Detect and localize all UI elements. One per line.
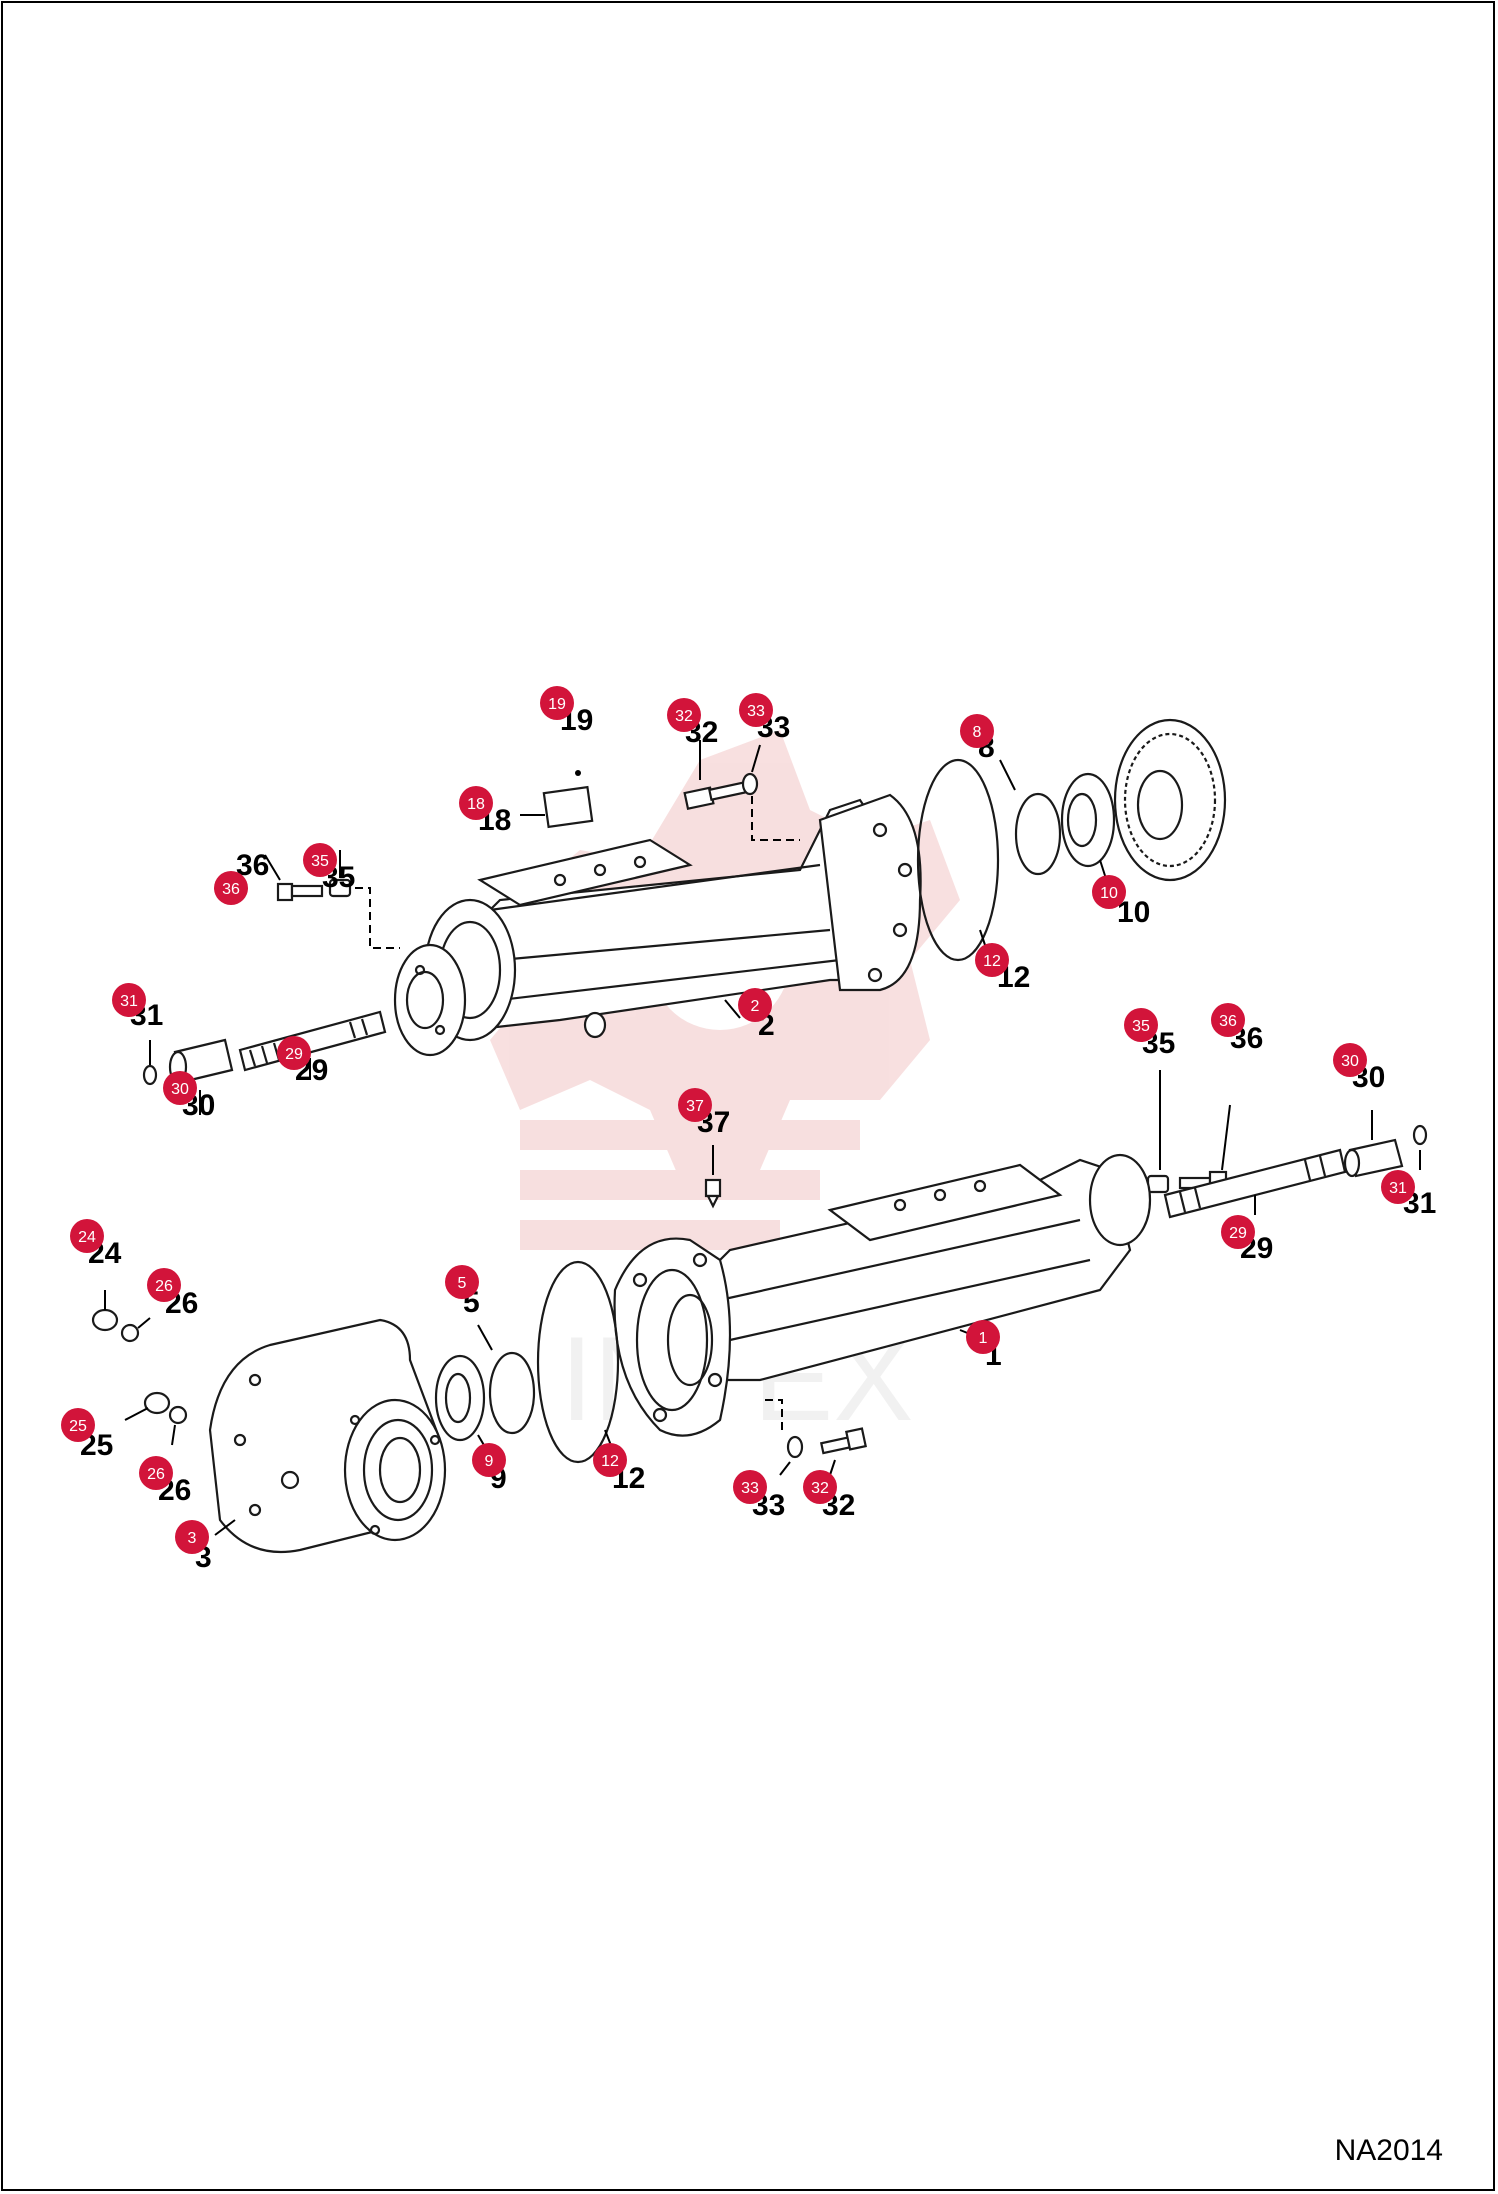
svg-text:33: 33: [747, 703, 765, 720]
part-8-snap-ring: [1014, 792, 1062, 876]
svg-text:5: 5: [458, 1275, 467, 1292]
badge-10[interactable]: 10: [1092, 875, 1126, 909]
svg-text:32: 32: [811, 1480, 829, 1497]
badge-32[interactable]: 32: [667, 698, 701, 732]
part-1-axle-housing: [613, 1153, 1152, 1437]
part-25-plug: [143, 1391, 171, 1415]
badge-3[interactable]: 3: [175, 1520, 209, 1554]
part-29-shaft-lower: [1163, 1148, 1347, 1219]
badge-30[interactable]: 30: [163, 1071, 197, 1105]
part-37-grease-fitting: [704, 1178, 722, 1209]
svg-text:24: 24: [78, 1229, 96, 1246]
svg-text:3: 3: [188, 1530, 197, 1547]
badge-33[interactable]: 33: [739, 693, 773, 727]
svg-text:29: 29: [1229, 1225, 1247, 1242]
svg-text:25: 25: [69, 1418, 87, 1435]
svg-text:26: 26: [147, 1466, 165, 1483]
part-5-snap-ring: [488, 1351, 536, 1435]
svg-text:1: 1: [979, 1330, 988, 1347]
callout-badges: 19 18 32 33 8 10 12 35 36 31 30 29 2 35 …: [61, 686, 1415, 1554]
part-30-bushing-lower: [1343, 1138, 1404, 1178]
part-31-ring-upper: [142, 1064, 158, 1086]
diagram-code: NA2014: [1334, 2134, 1443, 2167]
svg-text:12: 12: [601, 1453, 619, 1470]
badge-32b[interactable]: 32: [803, 1470, 837, 1504]
badge-29[interactable]: 29: [277, 1036, 311, 1070]
part-2-axle-housing: [393, 793, 922, 1057]
badge-35b[interactable]: 35: [1124, 1008, 1158, 1042]
badge-33b[interactable]: 33: [733, 1470, 767, 1504]
svg-text:30: 30: [171, 1081, 189, 1098]
badge-12[interactable]: 12: [975, 943, 1009, 977]
svg-text:32: 32: [675, 708, 693, 725]
badge-30b[interactable]: 30: [1333, 1043, 1367, 1077]
part-10-bearing: [1060, 772, 1116, 868]
svg-text:12: 12: [983, 953, 1001, 970]
part-24-plug: [91, 1308, 119, 1332]
part-32-bolt-lower: [819, 1427, 868, 1455]
badge-2[interactable]: 2: [738, 988, 772, 1022]
badge-12b[interactable]: 12: [593, 1443, 627, 1477]
svg-text:36: 36: [1219, 1013, 1237, 1030]
part-31-ring-lower: [1412, 1124, 1428, 1146]
svg-text:8: 8: [973, 724, 982, 741]
badge-25[interactable]: 25: [61, 1408, 95, 1442]
badge-35[interactable]: 35: [303, 843, 337, 877]
badge-29b[interactable]: 29: [1221, 1215, 1255, 1249]
svg-text:2: 2: [751, 998, 760, 1015]
svg-text:36: 36: [222, 881, 240, 898]
badge-26b[interactable]: 26: [139, 1456, 173, 1490]
part-33-washer-lower: [786, 1435, 804, 1459]
badge-5[interactable]: 5: [445, 1265, 479, 1299]
svg-text:33: 33: [741, 1480, 759, 1497]
svg-text:31: 31: [1389, 1180, 1407, 1197]
badge-19[interactable]: 19: [540, 686, 574, 720]
part-12-oring-lower: [536, 1260, 620, 1464]
badge-1[interactable]: 1: [966, 1320, 1000, 1354]
svg-text:35: 35: [311, 853, 329, 870]
badge-24[interactable]: 24: [70, 1219, 104, 1253]
part-36-screw-upper: [276, 882, 324, 902]
badge-31b[interactable]: 31: [1381, 1170, 1415, 1204]
part-12-oring-upper: [916, 758, 1000, 962]
badge-8[interactable]: 8: [960, 714, 994, 748]
part-35-sleeve-upper: [328, 878, 352, 898]
badge-36[interactable]: 36: [214, 871, 248, 905]
badge-37[interactable]: 37: [678, 1088, 712, 1122]
svg-text:31: 31: [120, 993, 138, 1010]
badge-26a[interactable]: 26: [147, 1268, 181, 1302]
badge-36b[interactable]: 36: [1211, 1003, 1245, 1037]
part-26-seal-lower: [168, 1405, 188, 1425]
svg-text:30: 30: [1341, 1053, 1359, 1070]
svg-text:26: 26: [155, 1278, 173, 1295]
badge-9[interactable]: 9: [472, 1443, 506, 1477]
badge-31[interactable]: 31: [112, 983, 146, 1017]
svg-text:37: 37: [686, 1098, 704, 1115]
part-26-seal-upper: [120, 1323, 140, 1343]
part-ring-gear: [1113, 718, 1227, 882]
svg-text:29: 29: [285, 1046, 303, 1063]
svg-text:9: 9: [485, 1453, 494, 1470]
part-35-sleeve-lower: [1146, 1174, 1170, 1194]
part-9-bearing: [434, 1354, 486, 1442]
part-29-shaft-upper: [238, 1010, 387, 1072]
part-32-bolt-upper: [683, 781, 748, 811]
part-33-washer-upper: [741, 772, 759, 796]
svg-text:18: 18: [467, 796, 485, 813]
svg-text:35: 35: [1132, 1018, 1150, 1035]
svg-text:10: 10: [1100, 885, 1118, 902]
part-3-wheel-housing: [208, 1318, 447, 1554]
svg-text:19: 19: [548, 696, 566, 713]
part-18-plate: [542, 785, 594, 829]
badge-18[interactable]: 18: [459, 786, 493, 820]
part-19-plug: [575, 770, 581, 776]
